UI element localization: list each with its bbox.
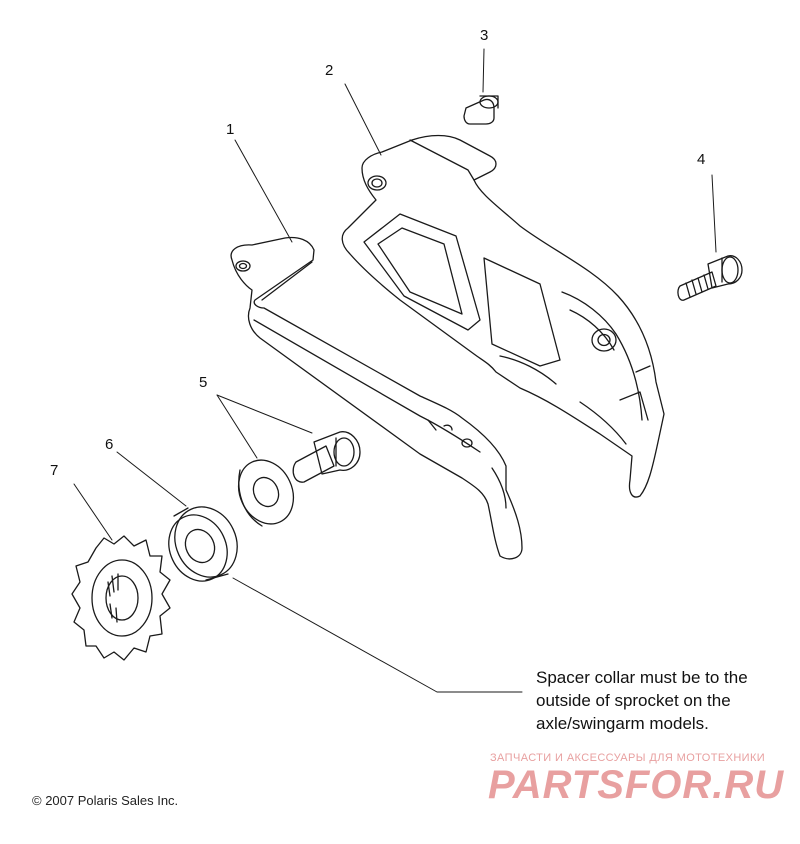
callout-1: 1 bbox=[226, 121, 235, 138]
copyright-text: © 2007 Polaris Sales Inc. bbox=[32, 793, 179, 808]
part-2-cover bbox=[341, 134, 665, 498]
part-3-bolt bbox=[463, 95, 499, 125]
callout-4: 4 bbox=[697, 151, 706, 168]
part-6-spacer bbox=[168, 506, 238, 582]
callout-7: 7 bbox=[50, 462, 59, 479]
part-4-bolt bbox=[677, 255, 743, 301]
callout-2: 2 bbox=[325, 62, 334, 79]
callout-6: 6 bbox=[105, 436, 114, 453]
leader-lines bbox=[73, 48, 717, 693]
callout-3: 3 bbox=[480, 27, 489, 44]
note-line-2: outside of sprocket on the bbox=[536, 691, 731, 710]
watermark-logo: PARTSFOR.RU bbox=[488, 763, 785, 807]
callout-5: 5 bbox=[199, 374, 208, 391]
spacer-collar-note: Spacer collar must be to the outside of … bbox=[536, 666, 796, 735]
part-1-bracket bbox=[230, 236, 523, 560]
note-line-1: Spacer collar must be to the bbox=[536, 668, 748, 687]
part-7-sprocket bbox=[71, 535, 171, 661]
watermark-tagline: ЗАПЧАСТИ И АКСЕССУАРЫ ДЛЯ МОТОТЕХНИКИ bbox=[490, 752, 766, 764]
part-5-bolt-washer bbox=[237, 431, 361, 527]
note-line-3: axle/swingarm models. bbox=[536, 714, 709, 733]
